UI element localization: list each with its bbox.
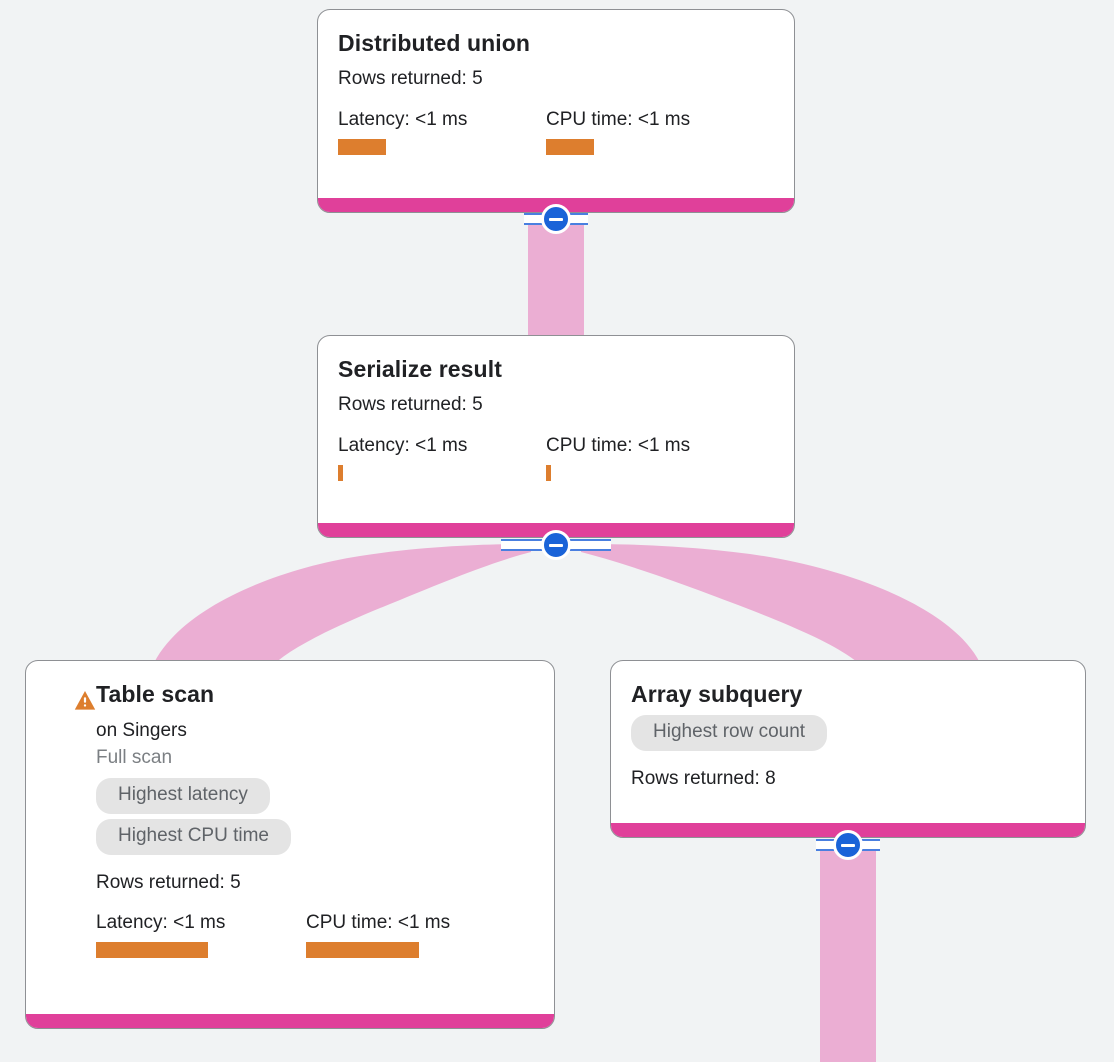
node-body: Serialize result Rows returned: 5 Latenc… [318, 336, 794, 523]
latency-bar [96, 942, 208, 959]
node-table-scan[interactable]: Table scan on Singers Full scan Highest … [25, 660, 555, 1029]
latency-bar [338, 464, 343, 481]
edge-array-subquery-down [820, 840, 876, 1062]
cpu-time-label: CPU time: <1 ms [546, 109, 691, 131]
cpu-time-metric: CPU time: <1 ms [546, 109, 690, 155]
chip-highest-cpu-time[interactable]: Highest CPU time [96, 818, 291, 855]
latency-label: Latency: <1 ms [96, 912, 226, 934]
node-header: Array subquery [631, 681, 1065, 707]
node-title: Table scan [96, 681, 215, 707]
chip-highest-latency[interactable]: Highest latency [96, 777, 270, 814]
node-title: Serialize result [338, 356, 502, 382]
rows-returned: Rows returned: 5 [96, 871, 241, 893]
cpu-time-metric: CPU time: <1 ms [546, 435, 690, 481]
collapse-button-distributed-union[interactable] [541, 204, 571, 234]
warning-icon [74, 691, 96, 710]
node-header: Serialize result [338, 356, 774, 382]
cpu-time-bar [306, 942, 419, 959]
node-header: Table scan [96, 681, 534, 707]
collapse-button-serialize-result[interactable] [541, 530, 571, 560]
cpu-time-bar [546, 138, 594, 155]
latency-metric: Latency: <1 ms [338, 435, 546, 481]
node-serialize-result[interactable]: Serialize result Rows returned: 5 Latenc… [317, 335, 795, 538]
latency-metric: Latency: <1 ms [338, 109, 546, 155]
node-title: Distributed union [338, 30, 531, 56]
metrics-row: Latency: <1 ms CPU time: <1 ms [338, 109, 774, 155]
cpu-time-label: CPU time: <1 ms [306, 912, 451, 934]
rows-returned: Rows returned: 5 [338, 394, 483, 416]
rows-returned: Rows returned: 5 [338, 68, 483, 90]
rows-returned: Rows returned: 8 [631, 768, 776, 790]
node-body: Array subquery Highest row count Rows re… [611, 661, 1085, 823]
latency-label: Latency: <1 ms [338, 109, 468, 131]
node-footer-bar [26, 1014, 554, 1028]
cpu-time-label: CPU time: <1 ms [546, 435, 691, 457]
node-array-subquery[interactable]: Array subquery Highest row count Rows re… [610, 660, 1086, 838]
chip-highest-row-count[interactable]: Highest row count [631, 715, 828, 752]
node-subtitle: on Singers [96, 720, 187, 742]
node-body: Distributed union Rows returned: 5 Laten… [318, 10, 794, 198]
collapse-button-array-subquery[interactable] [833, 830, 863, 860]
chip-list: Highest row count [631, 715, 1065, 756]
metrics-row: Latency: <1 ms CPU time: <1 ms [338, 435, 774, 481]
node-title: Array subquery [631, 681, 803, 707]
node-body: Table scan on Singers Full scan Highest … [26, 661, 554, 1014]
cpu-time-bar [546, 464, 551, 481]
metrics-row: Latency: <1 ms CPU time: <1 ms [96, 912, 534, 959]
node-header: Distributed union [338, 30, 774, 56]
cpu-time-metric: CPU time: <1 ms [306, 912, 451, 959]
chip-list: Highest latency Highest CPU time [96, 777, 534, 860]
node-distributed-union[interactable]: Distributed union Rows returned: 5 Laten… [317, 9, 795, 213]
latency-metric: Latency: <1 ms [96, 912, 306, 959]
latency-bar [338, 138, 386, 155]
node-detail: Full scan [96, 747, 173, 769]
latency-label: Latency: <1 ms [338, 435, 468, 457]
